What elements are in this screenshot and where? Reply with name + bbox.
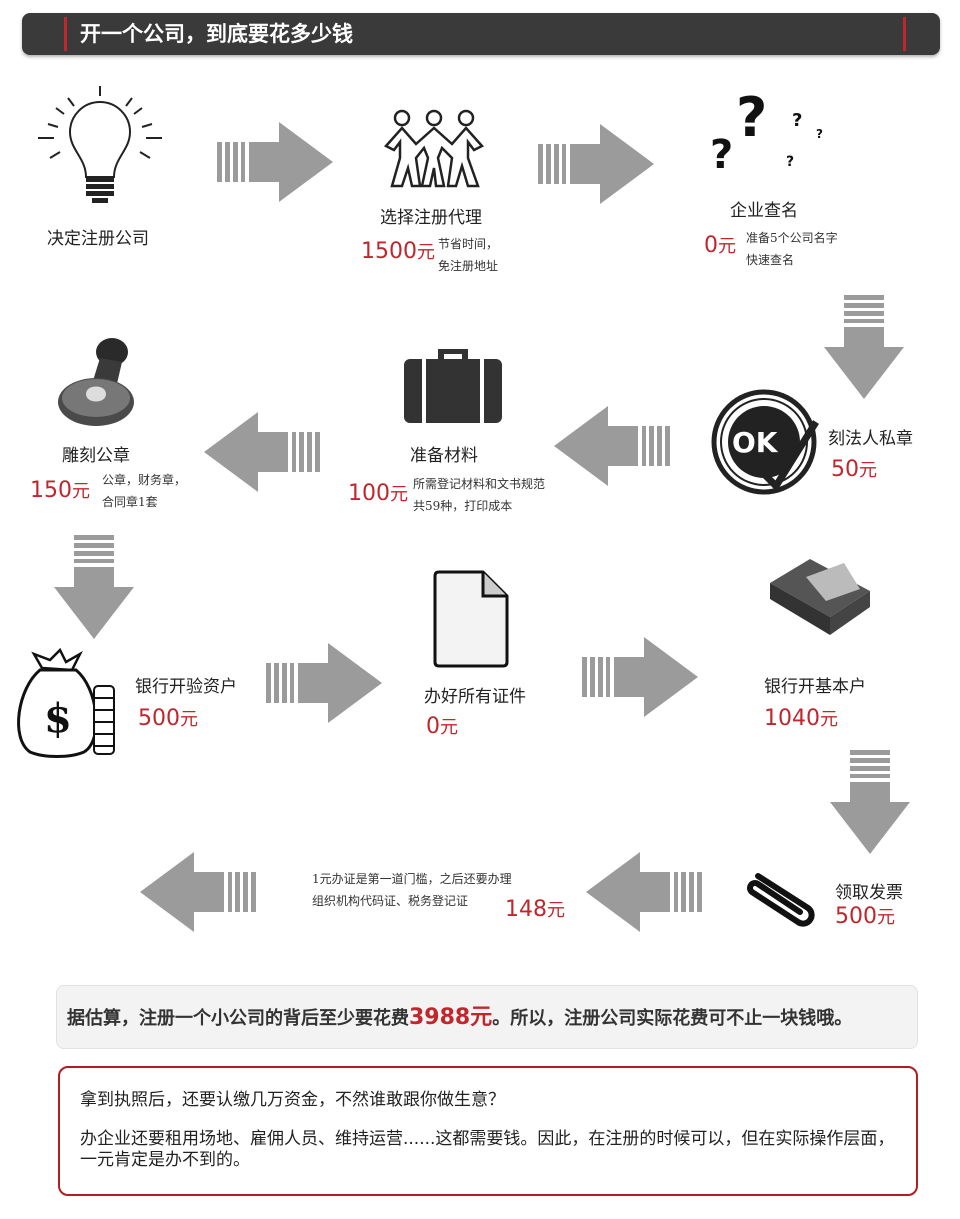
flow-arrow-left-4 bbox=[140, 852, 256, 932]
step-certs-price: 0元 bbox=[426, 714, 458, 739]
ok-stamp-icon: OK bbox=[711, 389, 819, 495]
people-icon bbox=[383, 109, 485, 188]
step-agent-note: 节省时间，免注册地址 bbox=[438, 237, 499, 273]
step-verify-label: 银行开验资户 bbox=[135, 677, 237, 697]
page-header: 开一个公司，到底要花多少钱 bbox=[22, 13, 940, 55]
step-agent-label: 选择注册代理 bbox=[380, 208, 482, 228]
step-decide-label: 决定注册公司 bbox=[47, 229, 149, 249]
summary-text: 据估算，注册一个小公司的背后至少要花费3988元。所以，注册公司实际花费可不止一… bbox=[67, 1005, 853, 1030]
header-accent-left bbox=[64, 17, 67, 51]
step-invoice-price: 500元 bbox=[835, 904, 895, 929]
header-accent-right bbox=[903, 17, 906, 51]
svg-text:?: ? bbox=[786, 154, 794, 170]
step-stamp-note: 公章，财务章，合同章1套 bbox=[102, 473, 187, 509]
svg-text:OK: OK bbox=[732, 426, 779, 459]
svg-text:$: $ bbox=[44, 695, 72, 742]
flow-arrow-down-2 bbox=[54, 535, 134, 639]
step-certs-label: 办好所有证件 bbox=[424, 687, 526, 707]
svg-text:?: ? bbox=[792, 110, 802, 131]
flow-arrow-down-1 bbox=[824, 295, 904, 399]
flow-arrow-down-3 bbox=[830, 750, 910, 854]
flow-arrow-left-2 bbox=[204, 412, 320, 492]
step-seal-label: 刻法人私章 bbox=[828, 429, 913, 449]
wallet-icon bbox=[770, 559, 870, 635]
notice-box: 拿到执照后，还要认缴几万资金，不然谁敢跟你做生意？ 办企业还要租用场地、雇佣人员… bbox=[58, 1066, 918, 1196]
question-marks-icon: ? ? ? ? ? bbox=[710, 86, 823, 178]
page-title: 开一个公司，到底要花多少钱 bbox=[80, 22, 353, 46]
flow-arrow-right-2 bbox=[538, 124, 654, 204]
summary-banner: 据估算，注册一个小公司的背后至少要花费3988元。所以，注册公司实际花费可不止一… bbox=[56, 985, 918, 1049]
step-basic-price: 1040元 bbox=[764, 706, 838, 731]
flow-arrow-left-1 bbox=[554, 406, 670, 486]
step-materials-label: 准备材料 bbox=[410, 446, 478, 466]
briefcase-icon bbox=[404, 349, 502, 423]
step-search-price: 0元 bbox=[704, 233, 736, 258]
flow-arrow-left-3 bbox=[586, 852, 702, 932]
step-materials-note: 所需登记材料和文书规范共59种，打印成本 bbox=[413, 477, 546, 513]
step-stamp-price: 150元 bbox=[30, 478, 90, 503]
step-agent-price: 1500元 bbox=[361, 239, 435, 264]
paperclip-icon bbox=[747, 873, 815, 927]
step-seal-price: 50元 bbox=[831, 457, 877, 482]
document-icon bbox=[433, 570, 509, 668]
step-stamp-label: 雕刻公章 bbox=[62, 446, 130, 466]
flow-arrow-right-4 bbox=[582, 637, 698, 717]
money-bag-icon: $ bbox=[17, 647, 115, 758]
step-search-label: 企业查名 bbox=[730, 201, 798, 221]
notice-line-2: 办企业还要租用场地、雇佣人员、维持运营......这都需要钱。因此，在注册的时候… bbox=[80, 1129, 895, 1170]
step-verify-price: 500元 bbox=[138, 706, 198, 731]
step-codes-note: 1元办证是第一道门槛，之后还要办理组织机构代码证、税务登记证 bbox=[312, 872, 512, 908]
flow-arrow-right-1 bbox=[217, 122, 333, 202]
step-search-note: 准备5个公司名字快速查名 bbox=[746, 231, 838, 267]
lightbulb-icon bbox=[38, 86, 162, 203]
svg-text:?: ? bbox=[710, 132, 733, 178]
rubber-stamp-icon bbox=[58, 338, 134, 426]
notice-line-1: 拿到执照后，还要认缴几万资金，不然谁敢跟你做生意？ bbox=[80, 1090, 505, 1110]
svg-text:?: ? bbox=[736, 86, 767, 149]
step-invoice-label: 领取发票 bbox=[835, 883, 903, 903]
total-amount: 3988元 bbox=[409, 1005, 493, 1030]
step-materials-price: 100元 bbox=[348, 481, 408, 506]
flow-arrow-right-3 bbox=[266, 643, 382, 723]
svg-text:?: ? bbox=[816, 127, 823, 141]
step-codes-price: 148元 bbox=[505, 897, 565, 922]
step-basic-label: 银行开基本户 bbox=[764, 677, 866, 697]
